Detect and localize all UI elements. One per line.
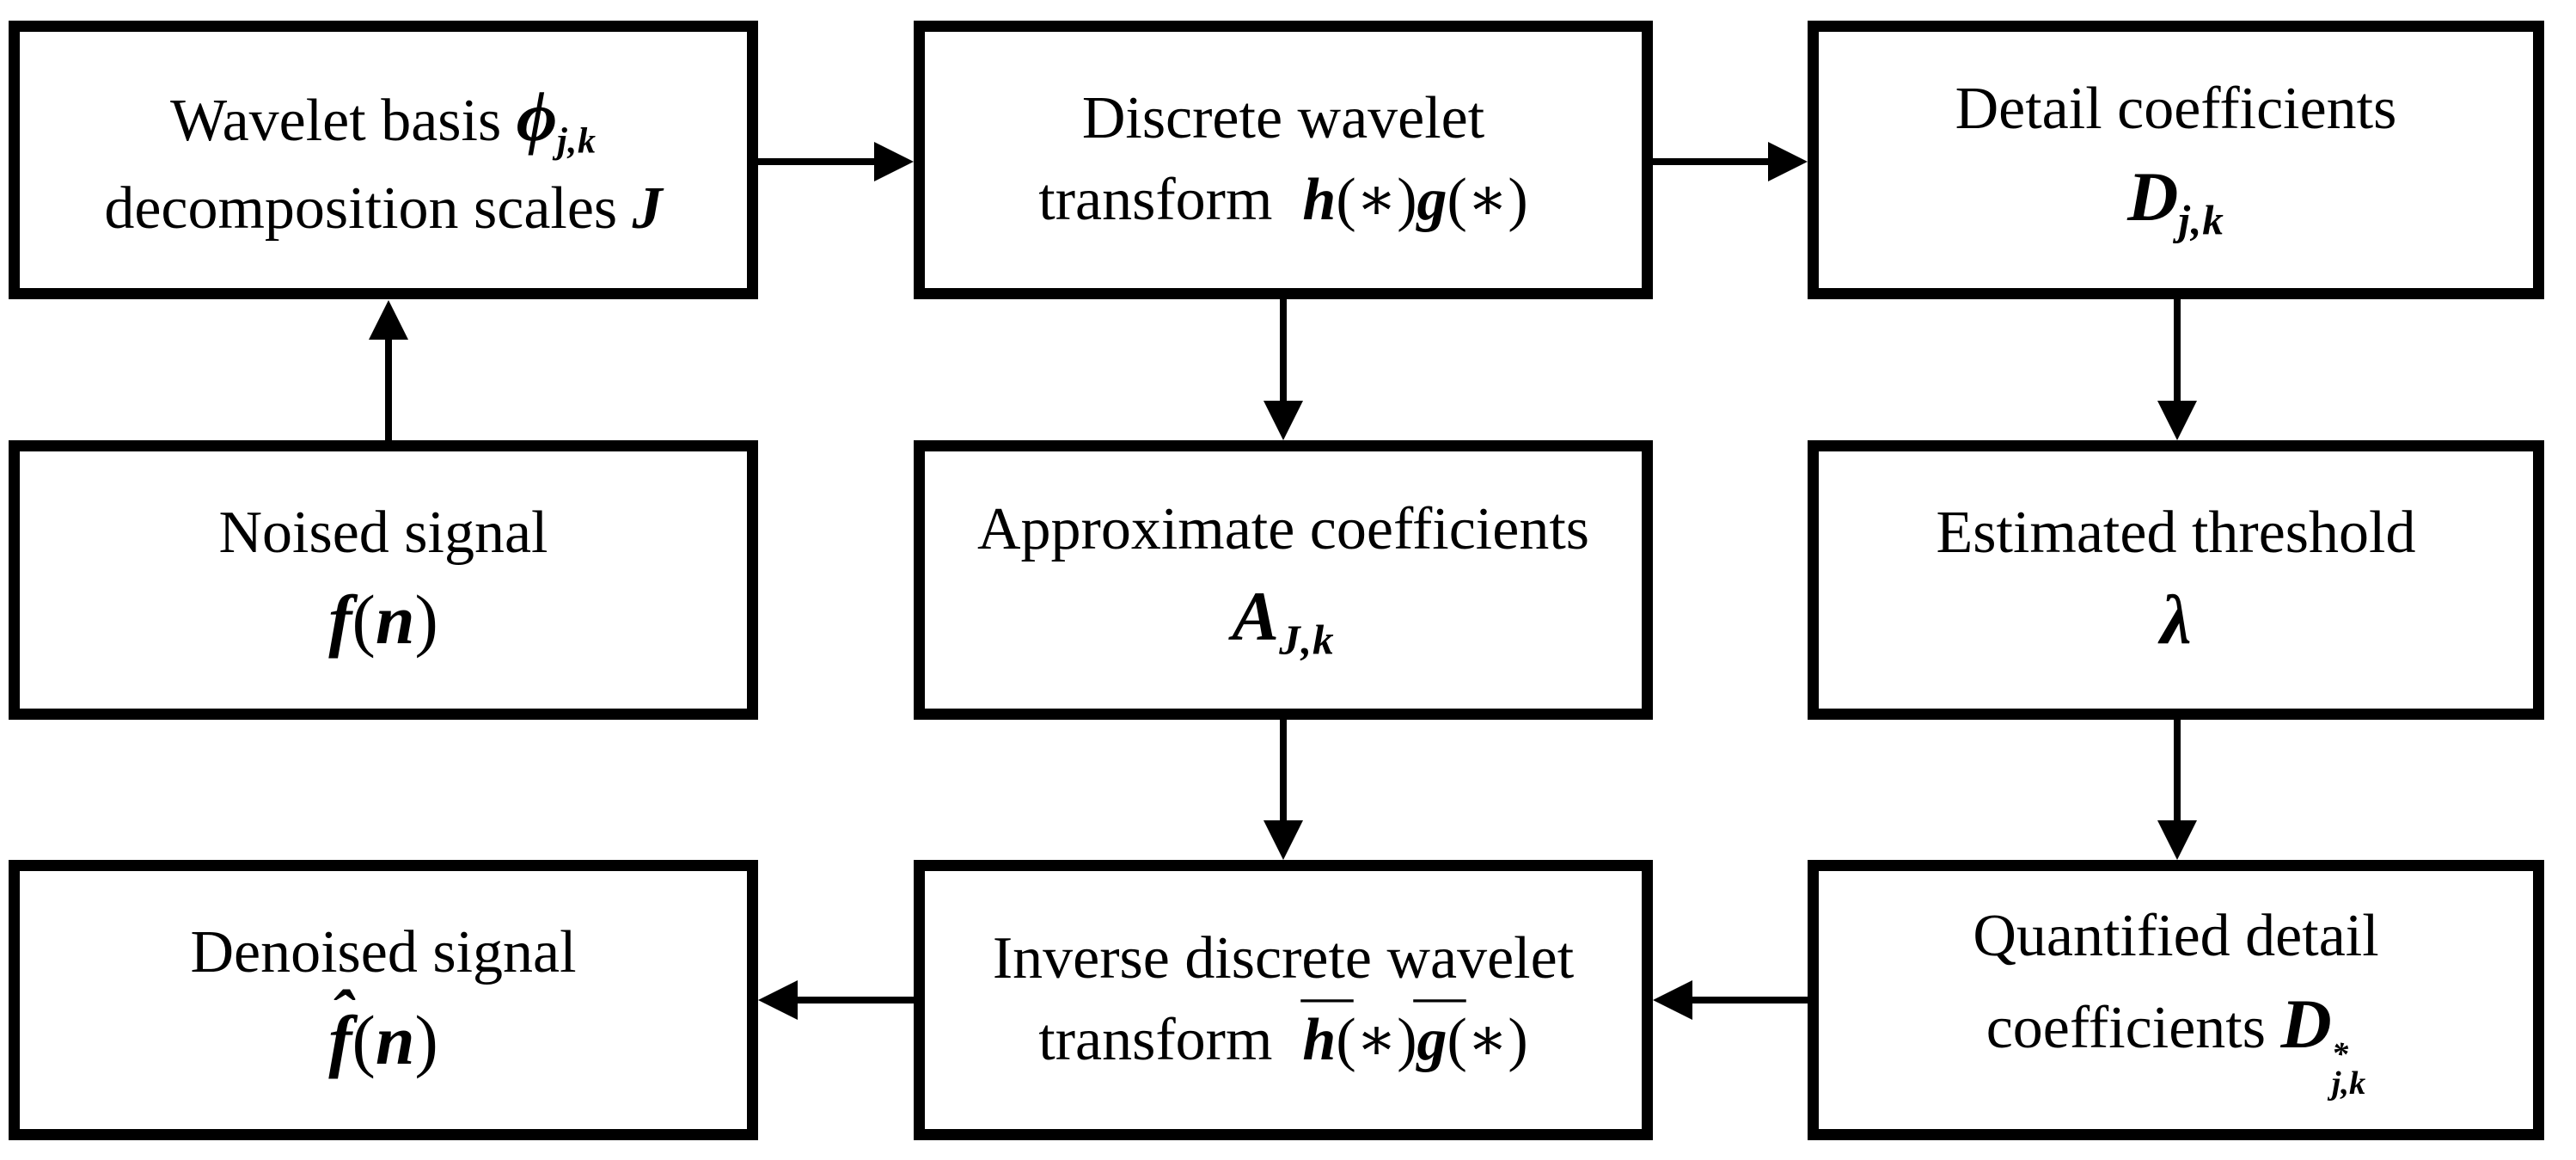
math-n: n bbox=[375, 580, 415, 660]
text: Detail coefficients bbox=[1955, 76, 2397, 143]
arrow-shaft bbox=[2174, 720, 2181, 822]
arrowhead-right-icon bbox=[1768, 142, 1808, 181]
math-supsub: *j,k bbox=[2331, 1035, 2366, 1102]
box-text-line: Approximate coefficients bbox=[977, 489, 1589, 571]
math-h-bar: ¯h bbox=[1294, 992, 1345, 1077]
math-superscript: * bbox=[2331, 1035, 2348, 1072]
math-phi: ϕ bbox=[516, 77, 558, 156]
math-g-bar: ¯g bbox=[1406, 992, 1458, 1077]
box-math-line: AJ,k bbox=[1232, 570, 1334, 671]
math-A: A bbox=[1232, 577, 1280, 656]
text: Discrete wavelet bbox=[1081, 85, 1485, 152]
text: Wavelet basis bbox=[170, 87, 517, 154]
box-approximate-coefficients: Approximate coefficients AJ,k bbox=[914, 440, 1653, 720]
text: transform bbox=[1038, 167, 1303, 233]
arrowhead-right-icon bbox=[874, 142, 914, 181]
box-text-line: Discrete wavelet bbox=[1082, 78, 1484, 160]
arrow-shaft bbox=[1691, 997, 1808, 1003]
box-text-line: Wavelet basis ϕj,k bbox=[170, 71, 597, 169]
text: Estimated threshold bbox=[1936, 499, 2416, 566]
text: Approximate coefficients bbox=[976, 495, 1590, 562]
box-text-line: coefficients D*j,k bbox=[1986, 978, 2366, 1104]
math-g: g bbox=[1416, 167, 1447, 233]
box-text-line: transform h(∗)g(∗) bbox=[1038, 160, 1527, 242]
arrowhead-left-icon bbox=[1653, 980, 1692, 1020]
arrowhead-down-icon bbox=[2157, 820, 2197, 860]
math-subscript: j,k bbox=[557, 121, 597, 162]
box-math-line: Dj,k bbox=[2127, 150, 2224, 251]
math-lambda: λ bbox=[2160, 580, 2192, 660]
arrow-shaft bbox=[1653, 158, 1769, 165]
box-math-line: f(n) bbox=[328, 574, 438, 667]
bar-accent: ¯ bbox=[1294, 992, 1345, 1059]
box-text-line: Inverse discrete wavelet bbox=[993, 918, 1574, 1000]
box-wavelet-basis: Wavelet basis ϕj,k decomposition scales … bbox=[9, 21, 758, 299]
math-subscript: J,k bbox=[1279, 617, 1335, 665]
box-noised-signal: Noised signal f(n) bbox=[9, 440, 758, 720]
text: Quantified detail bbox=[1973, 903, 2379, 970]
arrowhead-down-icon bbox=[2157, 401, 2197, 440]
box-text-line: Quantified detail bbox=[1973, 896, 2378, 978]
math-n: n bbox=[375, 1000, 415, 1079]
math-h: h bbox=[1302, 167, 1337, 233]
arrow-shaft bbox=[2174, 299, 2181, 402]
arrow-shaft bbox=[1280, 299, 1287, 402]
math-f: f bbox=[328, 580, 352, 660]
box-text-line: transform ¯h(∗)¯g(∗) bbox=[1038, 992, 1528, 1082]
math-D: D bbox=[2280, 984, 2332, 1063]
text: Noised signal bbox=[218, 499, 548, 566]
arrow-shaft bbox=[1280, 720, 1287, 822]
box-text-line: decomposition scales J bbox=[104, 169, 662, 250]
box-detail-coefficients: Detail coefficients Dj,k bbox=[1808, 21, 2544, 299]
math-J: J bbox=[632, 175, 663, 242]
box-math-line: λ bbox=[2160, 574, 2191, 667]
text: transform bbox=[1038, 1007, 1303, 1073]
arrow-shaft bbox=[758, 158, 877, 165]
box-estimated-threshold: Estimated threshold λ bbox=[1808, 440, 2544, 720]
box-discrete-wavelet-transform: Discrete wavelet transform h(∗)g(∗) bbox=[914, 21, 1653, 299]
arrow-shaft bbox=[796, 997, 914, 1003]
paren-close: ) bbox=[414, 580, 438, 660]
text: Inverse discrete wavelet bbox=[992, 925, 1575, 992]
math-D: D bbox=[2127, 157, 2179, 236]
bar-accent: ¯ bbox=[1406, 992, 1458, 1059]
paren-open: ( bbox=[352, 580, 376, 660]
math-args: (∗) bbox=[1336, 167, 1417, 233]
math-g: g bbox=[1416, 1007, 1447, 1073]
arrowhead-down-icon bbox=[1264, 820, 1303, 860]
math-f: f bbox=[328, 1000, 352, 1079]
box-text-line: Detail coefficients bbox=[1955, 69, 2397, 150]
box-text-line: Denoised signal bbox=[190, 912, 576, 994]
arrowhead-left-icon bbox=[758, 980, 798, 1020]
arrowhead-up-icon bbox=[369, 300, 408, 340]
text: decomposition scales bbox=[104, 175, 633, 242]
hat-accent: ˆ bbox=[330, 978, 353, 1053]
math-args: (∗) bbox=[1447, 1007, 1528, 1073]
math-subscript: j,k bbox=[2331, 1065, 2366, 1102]
text: coefficients bbox=[1986, 994, 2281, 1061]
arrowhead-down-icon bbox=[1264, 401, 1303, 440]
math-args: (∗) bbox=[1336, 1007, 1417, 1073]
text: Denoised signal bbox=[190, 919, 577, 986]
math-h: h bbox=[1302, 1007, 1337, 1073]
paren-close: ) bbox=[414, 1000, 438, 1079]
box-quantified-detail-coefficients: Quantified detail coefficients D*j,k bbox=[1808, 860, 2544, 1140]
arrow-shaft bbox=[385, 338, 392, 440]
box-text-line: Estimated threshold bbox=[1937, 493, 2416, 574]
paren-open: ( bbox=[352, 1000, 376, 1079]
box-inverse-dwt: Inverse discrete wavelet transform ¯h(∗)… bbox=[914, 860, 1653, 1140]
math-subscript: j,k bbox=[2178, 196, 2224, 244]
math-args: (∗) bbox=[1447, 167, 1528, 233]
box-text-line: Noised signal bbox=[218, 493, 548, 574]
